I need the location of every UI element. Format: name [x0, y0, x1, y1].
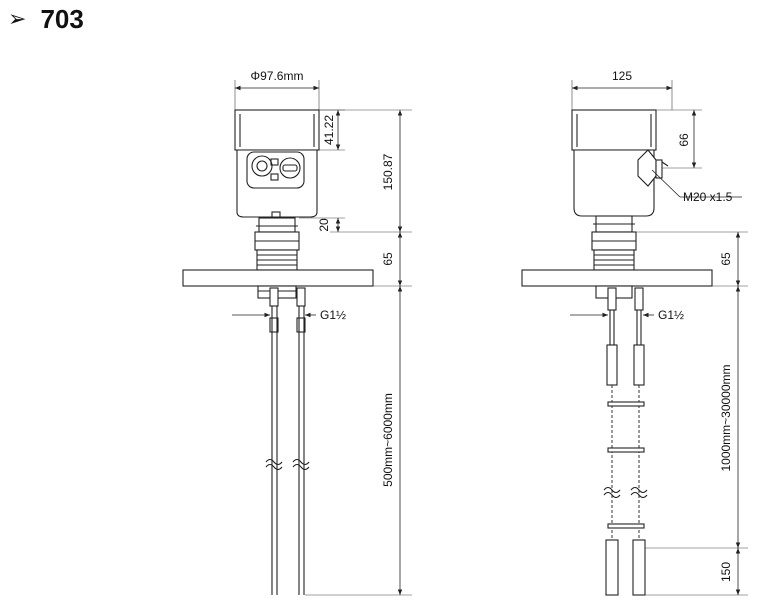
dim-width: 125	[612, 69, 632, 83]
right-cap	[571, 109, 657, 151]
dim-thread: G1½	[320, 308, 346, 322]
dim-neck-height: 20	[317, 218, 331, 232]
left-flange	[182, 269, 374, 287]
spacer	[607, 523, 645, 529]
arrow-bullet-icon: ➢	[8, 6, 27, 32]
dim-right-flange-height: 65	[719, 252, 733, 266]
dim-right-thread: G1½	[658, 308, 684, 322]
dim-diameter: Φ97.6mm	[251, 69, 304, 83]
right-view: 125 66 M20 x1.5 65 1000mm~30000mm 150 G1…	[521, 69, 748, 596]
right-housing	[573, 149, 655, 217]
model-number: 703	[40, 3, 84, 34]
dim-housing-height: 150.87	[381, 153, 395, 190]
dim-cap-height: 41.22	[322, 115, 336, 145]
dim-weight-length: 150	[719, 562, 733, 582]
section-header: ➢ 703	[8, 2, 84, 36]
gland-thread-label: M20 x1.5	[683, 190, 733, 204]
left-neck	[258, 217, 296, 233]
left-cap	[234, 109, 320, 151]
left-view: Φ97.6mm 41.22 150.87 20 65 500mm~6000mm …	[182, 69, 412, 596]
weight-right	[632, 539, 646, 596]
right-flange	[521, 269, 713, 287]
dim-gland-height: 66	[677, 133, 691, 147]
spacer	[607, 447, 645, 453]
left-control-panel	[246, 151, 305, 189]
dim-rod-length: 500mm~6000mm	[381, 393, 395, 487]
dim-cable-length: 1000mm~30000mm	[719, 364, 733, 471]
spacer	[607, 401, 645, 407]
weight-left	[605, 539, 619, 596]
dim-flange-height: 65	[381, 252, 395, 266]
